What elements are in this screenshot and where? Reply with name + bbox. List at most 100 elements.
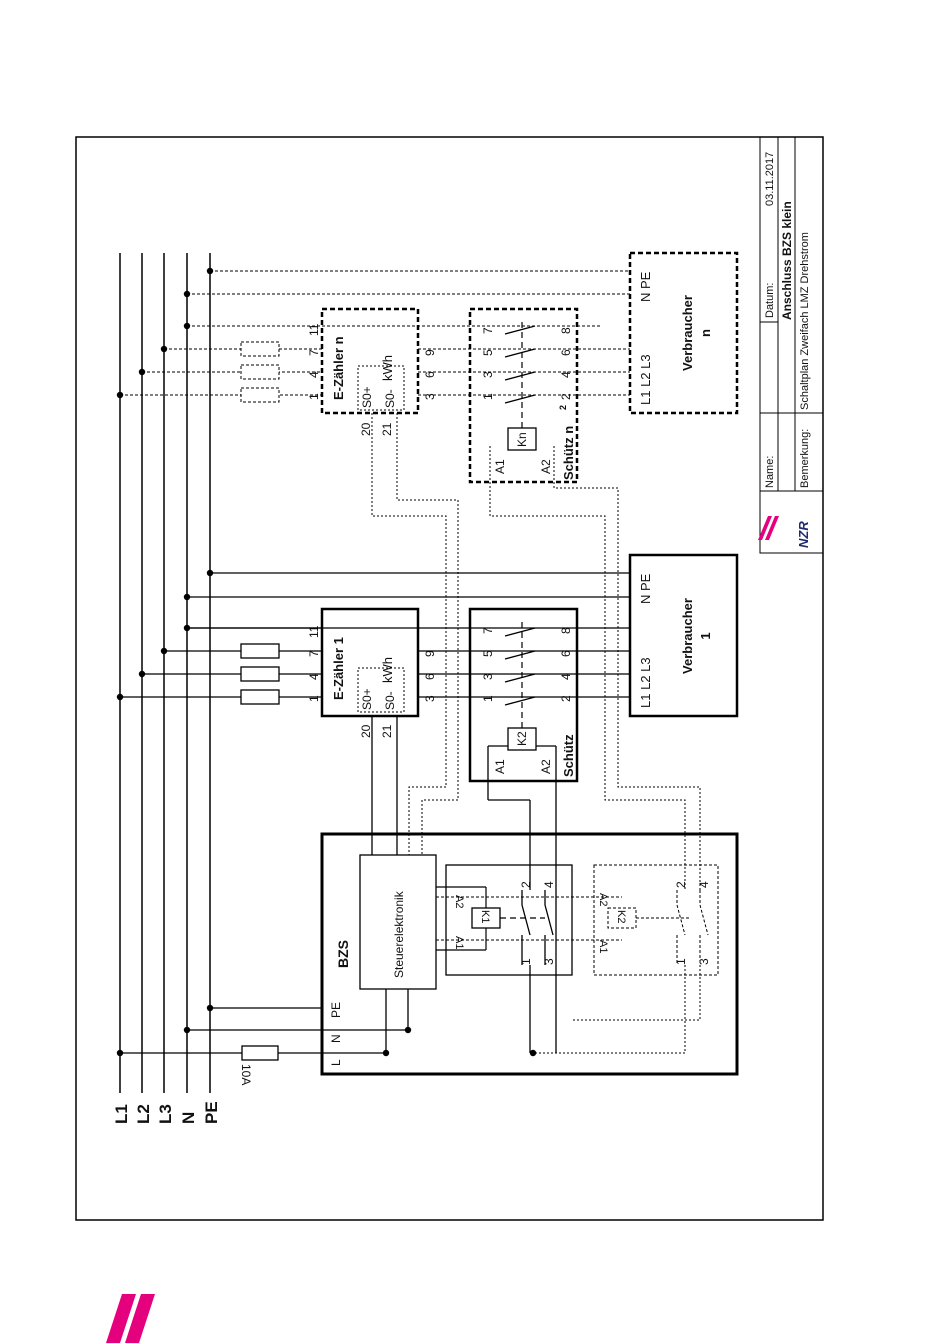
meter1-top-11: 11 — [307, 625, 321, 638]
meter1-s0m: S0- — [383, 691, 397, 710]
load-n-index: n — [698, 329, 713, 337]
meter1-n20: 20 — [359, 724, 373, 738]
contactor-n-t4: 4 — [559, 371, 573, 378]
contactor-n-t2: 2 — [559, 393, 573, 400]
relay-k1-t3: 3 — [542, 958, 556, 965]
bus-label-l1: L1 — [112, 1104, 131, 1124]
contactor1-t1: 1 — [481, 695, 495, 702]
relay-k2-a2: A2 — [597, 893, 609, 906]
bus-label-pe: PE — [202, 1101, 221, 1124]
bus-lines — [119, 253, 211, 1093]
contactor-n-box — [468, 307, 579, 484]
bus-label-n: N — [179, 1112, 198, 1124]
bus-label-l3: L3 — [156, 1104, 175, 1124]
tb-title: Anschluss BZS klein — [780, 201, 794, 320]
relay-k2-box — [593, 864, 719, 976]
bzs-feed — [120, 1007, 322, 1054]
meter1-box — [320, 607, 420, 718]
relay-k1-a2: A2 — [453, 895, 465, 908]
junction-dots — [116, 1004, 214, 1057]
load-n-title: Verbraucher — [680, 295, 695, 371]
tb-date: 03.11.2017 — [764, 152, 776, 206]
meter-n-n20: 20 — [359, 422, 373, 436]
load-n-terminals: L1 L2 L3 — [638, 354, 653, 405]
meter1-bottom-9: 9 — [423, 650, 437, 657]
nzr-logo-text: NZR — [796, 521, 811, 548]
meter1-s0p: S0+ — [360, 688, 374, 710]
meter-n-n21: 21 — [380, 422, 394, 436]
meter-n-s0p: S0+ — [360, 386, 374, 408]
meter1-top-1: 1 — [307, 695, 321, 702]
fuse-label: 10A — [239, 1064, 253, 1085]
contactor1-t6: 6 — [559, 650, 573, 657]
relay-k2-a1: A1 — [597, 940, 609, 953]
contactor-n-t5: 5 — [481, 349, 495, 356]
contactor-n-t8: 8 — [559, 327, 573, 334]
relay-k1-t2: 2 — [519, 881, 533, 888]
tb-date-label: Datum: — [764, 283, 776, 318]
bzs-terminal-pe: PE — [329, 1002, 343, 1018]
contactor1-box — [468, 607, 579, 783]
controller-supply — [322, 989, 409, 1054]
relay-k2-coil-label: K2 — [615, 910, 627, 923]
meter1-bottom-6: 6 — [423, 673, 437, 680]
meter1-feed — [120, 627, 322, 698]
bus-label-l2: L2 — [134, 1104, 153, 1124]
meter-n-unit: kWh — [380, 355, 395, 381]
contactor1-title: Schütz — [561, 734, 576, 777]
bzs-title: BZS — [335, 940, 351, 968]
relay-k2-t2: 2 — [674, 881, 688, 888]
meter-n-feed — [120, 270, 630, 396]
meter-n-s0-box — [357, 365, 405, 411]
contactor1-a2: A2 — [539, 759, 553, 774]
contactor1-t7: 7 — [481, 627, 495, 634]
tb-name-label: Name: — [764, 456, 776, 488]
controller-box — [359, 854, 437, 990]
nzr-logo: NZR — [758, 516, 811, 548]
contactor-n-coil-label: Kn — [515, 432, 529, 447]
relay-k1-box — [445, 864, 573, 976]
relay-k2-t4: 4 — [697, 881, 711, 888]
contactor1-t3: 3 — [481, 673, 495, 680]
drawing-frame — [75, 136, 824, 1221]
meter-n-s0-wiring — [371, 413, 459, 855]
meter-n-top-11: 11 — [307, 323, 321, 336]
load1-title: Verbraucher — [680, 598, 695, 674]
load1-terminals: L1 L2 L3 — [638, 657, 653, 708]
relay-k1-coil-label: K1 — [479, 910, 491, 923]
contactor1-t2: 2 — [559, 695, 573, 702]
contactor-n-sup: 2 — [558, 405, 568, 410]
meter-n-title: E-Zähler n — [331, 336, 346, 400]
contactor-n-title: Schütz n — [561, 426, 576, 480]
tb-remark-label: Bemerkung: — [799, 429, 811, 488]
bzs-terminal-l: L — [329, 1059, 343, 1066]
contactor1-a1: A1 — [493, 759, 507, 774]
contactor-n-a2: A2 — [539, 459, 553, 474]
contactor1-t4: 4 — [559, 673, 573, 680]
relay-k2-t1: 1 — [674, 958, 688, 965]
meter1-outputs — [187, 572, 630, 698]
contactor1-t8: 8 — [559, 627, 573, 634]
load-n-np: N PE — [638, 271, 653, 302]
contactor-n-t1: 1 — [481, 393, 495, 400]
contactor1-coil-label: K2 — [515, 731, 529, 746]
contactor-n-coil-wiring — [489, 446, 701, 1054]
meter1-s0-box — [357, 667, 405, 713]
load-n-box — [628, 251, 739, 415]
meter-n-s0m: S0- — [383, 389, 397, 408]
relay-k1-t1: 1 — [519, 958, 533, 965]
contactor1-t5: 5 — [481, 650, 495, 657]
meter1-top-7: 7 — [307, 650, 321, 657]
meter-n-bottom-9: 9 — [423, 349, 437, 356]
fuse-10a — [241, 1045, 279, 1061]
contactor-n-t3: 3 — [481, 371, 495, 378]
controller-label: Steuerelektronik — [392, 890, 406, 978]
load1-index: 1 — [698, 632, 713, 639]
meter1-top-4: 4 — [307, 673, 321, 680]
contactor-n-a1: A1 — [493, 459, 507, 474]
load1-box — [628, 553, 739, 718]
tb-remark: Schaltplan Zweifach LMZ Drehstrom — [799, 232, 811, 410]
meter-n-bottom-6: 6 — [423, 371, 437, 378]
relay-k1-t4: 4 — [542, 881, 556, 888]
